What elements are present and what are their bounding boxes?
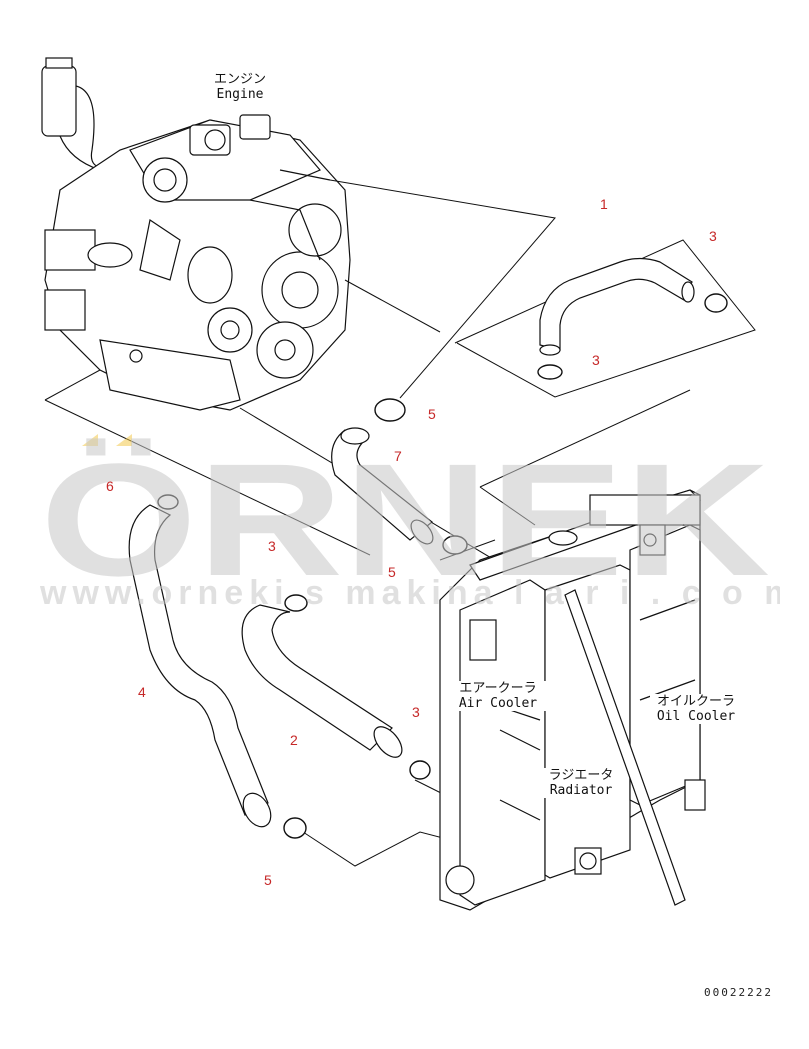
label-oil-cooler-en: Oil Cooler	[656, 709, 736, 724]
clamps	[157, 293, 728, 839]
callout-5-lower[interactable]: 5	[264, 872, 272, 888]
callout-5-middle[interactable]: 5	[388, 564, 396, 580]
engine-drawing	[41, 57, 351, 411]
label-radiator-jp: ラジエータ	[548, 768, 614, 783]
hose-7	[331, 427, 434, 545]
hose-4	[128, 504, 272, 828]
label-air-cooler: エアークーラ Air Cooler	[450, 681, 546, 711]
svg-text:ÖRNEK: ÖRNEK	[40, 430, 770, 609]
callout-3-upper[interactable]: 3	[592, 352, 600, 368]
label-air-cooler-en: Air Cooler	[458, 696, 538, 711]
label-engine: エンジン Engine	[205, 72, 275, 102]
callout-6[interactable]: 6	[106, 478, 114, 494]
callout-3-middle[interactable]: 3	[268, 538, 276, 554]
watermark-url: www.orneki s makina l a r i . c o m . t …	[40, 574, 780, 612]
callout-5-upper[interactable]: 5	[428, 406, 436, 422]
callout-4[interactable]: 4	[138, 684, 146, 700]
hose-1	[539, 257, 695, 356]
watermark-brand-logo: ÖRNEK	[40, 430, 770, 609]
label-air-cooler-jp: エアークーラ	[459, 681, 537, 696]
callout-3-top-right[interactable]: 3	[709, 228, 717, 244]
label-oil-cooler-jp: オイルクーラ	[656, 694, 735, 709]
callout-1[interactable]: 1	[600, 196, 608, 212]
callout-2[interactable]: 2	[290, 732, 298, 748]
hose-2	[241, 604, 403, 758]
label-oil-cooler: オイルクーラ Oil Cooler	[650, 694, 742, 724]
label-radiator: ラジエータ Radiator	[542, 768, 620, 798]
callout-3-lower[interactable]: 3	[412, 704, 420, 720]
label-radiator-en: Radiator	[549, 783, 613, 798]
document-number: 00022222	[704, 986, 773, 999]
callout-7[interactable]: 7	[394, 448, 402, 464]
label-engine-en: Engine	[216, 87, 264, 102]
label-engine-jp: エンジン	[213, 72, 266, 87]
radiator-assembly	[439, 489, 706, 911]
